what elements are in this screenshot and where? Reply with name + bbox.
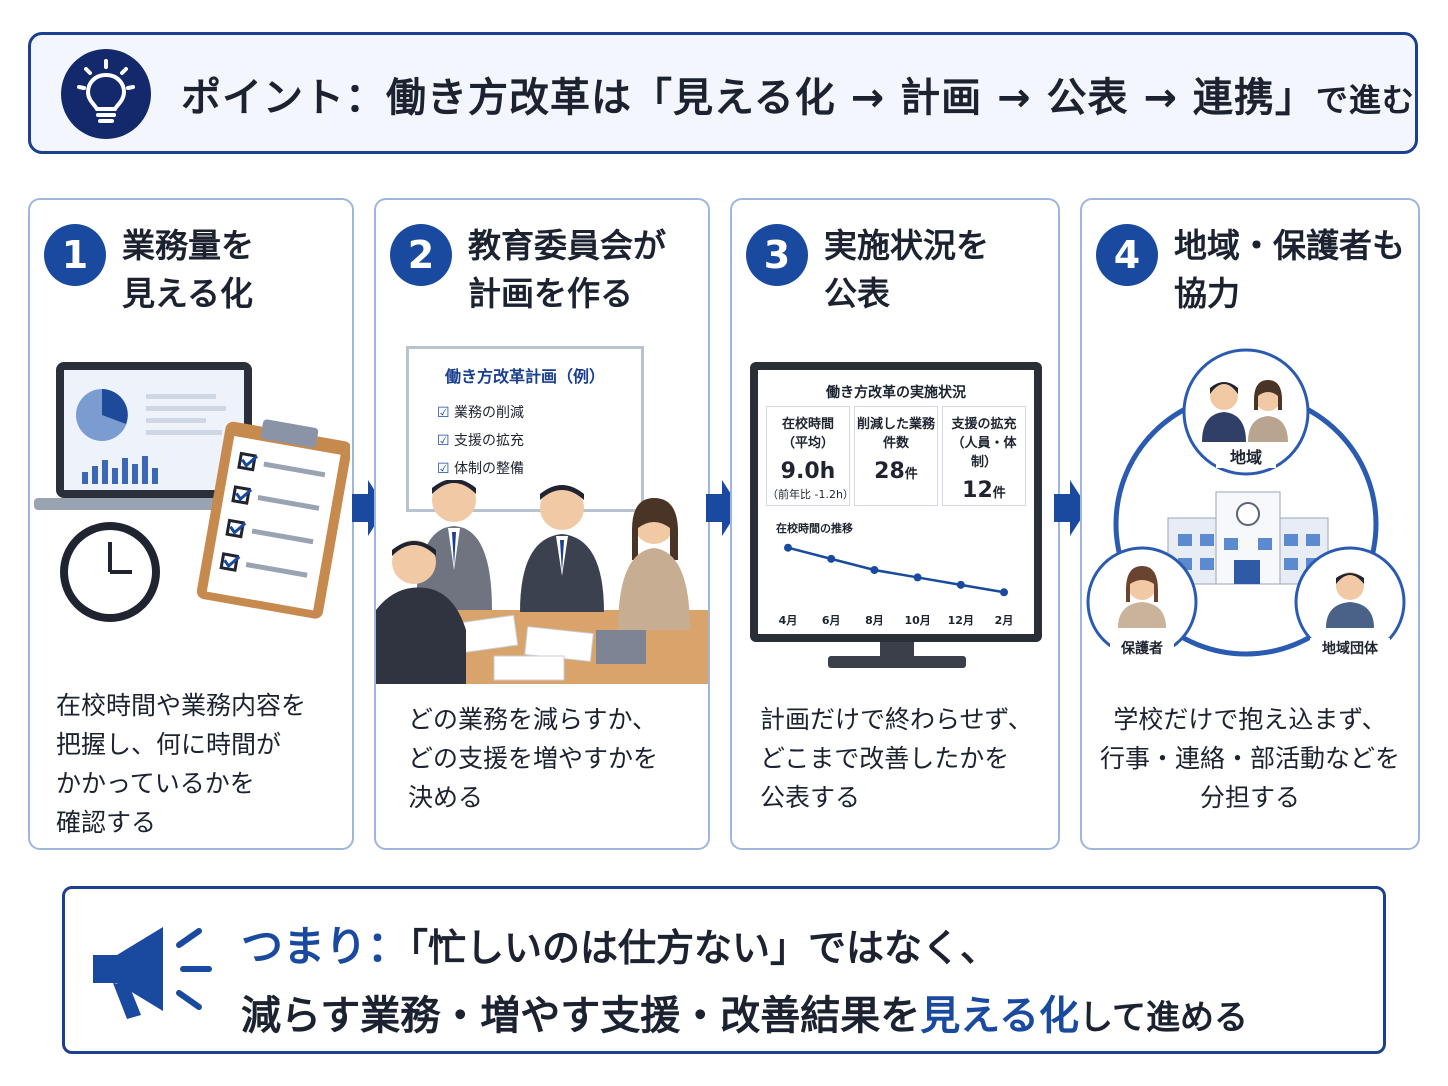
stat-note: （前年比 -1.2h） [767,488,854,501]
x-tick-label: 4月 [779,614,798,627]
summary-box: つまり：「忙しいのは仕方ない」ではなく、 減らす業務・増やす支援・改善結果を見え… [62,886,1386,1054]
stat-cell: 削減した業務 件数 28件 [854,406,938,506]
stat-value: 28 [874,459,905,484]
role-label-parents: 保護者 [1110,638,1174,658]
role-label-organizations: 地域団体 [1310,638,1390,658]
laptop-clock-clipboard-illustration [34,362,350,622]
trend-point [870,566,879,574]
step-number: 3 [746,224,808,286]
summary-line-1: つまり：「忙しいのは仕方ない」ではなく、 [241,922,999,971]
step-card-1: 1 業務量を 見える化 [28,198,354,850]
step-description: 計画だけで終わらせず、 どこまで改善したかを 公表する [760,705,1033,812]
step-card-2: 2 教育委員会が 計画を作る 働き方改革計画（例） ☑ 業務の削減 ☑ 支援の拡… [374,198,710,850]
x-tick-label: 10月 [904,614,930,627]
checkbox-icon: ☑ [437,433,450,449]
whiteboard-title: 働き方改革計画（例） [444,367,605,386]
step-number: 4 [1096,224,1158,286]
checkbox-icon: ☑ [437,461,450,477]
x-tick-label: 6月 [822,614,841,627]
trend-point [913,573,922,582]
step-title: 地域・保護者も 協力 [1174,226,1405,313]
stat-unit: 件 [992,486,1006,501]
step-number: 1 [44,224,106,286]
step-description: どの業務を減らすか、 どの支援を増やすかを 決める [408,705,659,812]
stat-value: 9.0h [780,459,836,484]
whiteboard-list: ☑ 業務の削減 ☑ 支援の拡充 ☑ 体制の整備 [437,399,524,483]
arrow-right-icon [706,480,740,536]
summary-line-2: 減らす業務・増やす支援・改善結果を見える化して進める [241,993,1248,1039]
role-label-community: 地域 [1216,444,1276,468]
arrow-right-icon [352,480,386,536]
summary-lead: つまり： [241,922,410,971]
stat-cell: 支援の拡充 （人員・体制） 12件 [942,406,1026,506]
header-banner: ポイント：働き方改革は「見える化 → 計画 → 公表 → 連携」で進む [28,32,1418,154]
monitor-title: 働き方改革の実施状況 [826,385,966,401]
checkbox-icon: ☑ [437,405,450,421]
summary-highlight: 見える化 [920,993,1080,1039]
trend-point [1000,588,1008,597]
step-number: 2 [390,224,452,286]
x-tick-label: 8月 [865,614,884,627]
checklist-item: ☑ 体制の整備 [437,461,525,477]
meeting-illustration [376,480,708,684]
trend-line-chart: 4月 6月 8月 10月 12月 2月 [779,543,1014,627]
checklist-item: ☑ 業務の削減 [437,405,525,421]
stats-row: 在校時間 （平均） 9.0h （前年比 -1.2h） 削減した業務 件数 28件… [766,406,1026,508]
x-tick-label: 2月 [995,614,1014,627]
trend-point [784,543,792,552]
megaphone-icon [93,927,212,1019]
checklist-item: ☑ 支援の拡充 [437,433,525,449]
trend-series-line [787,546,1005,594]
step-card-4: 4 地域・保護者も 協力 地域 保護者 地域団体 学校だけで抱え込まず、 行事・… [1080,198,1420,850]
lightbulb-icon [61,49,151,139]
arrow-right-icon [1054,480,1088,536]
step-description: 学校だけで抱え込まず、 行事・連絡・部活動などを 分担する [1099,705,1400,812]
step-card-3: 3 実施状況を 公表 働き方改革の実施状況 在校時間 （平均） 9.0h （前年… [730,198,1060,850]
monitor-screen: 働き方改革の実施状況 在校時間 （平均） 9.0h （前年比 -1.2h） 削減… [758,370,1034,634]
stat-unit: 件 [904,467,918,482]
step-title: 教育委員会が 計画を作る [468,226,666,313]
community-cooperation-illustration [1086,348,1406,658]
stat-value: 12 [962,478,993,503]
status-monitor: 働き方改革の実施状況 在校時間 （平均） 9.0h （前年比 -1.2h） 削減… [750,362,1042,642]
monitor-stand [828,642,966,668]
chart-title: 在校時間の推移 [776,522,853,535]
trend-point [956,580,965,589]
step-title: 業務量を 見える化 [122,226,254,313]
page-title: ポイント：働き方改革は「見える化 → 計画 → 公表 → 連携」で進む [181,75,1415,121]
trend-point [827,554,836,563]
step-description: 在校時間や業務内容を 把握し、何に時間が かかっているかを 確認する [56,691,307,837]
x-tick-label: 12月 [948,614,974,627]
stat-cell: 在校時間 （平均） 9.0h （前年比 -1.2h） [766,406,854,506]
step-title: 実施状況を 公表 [824,226,989,313]
